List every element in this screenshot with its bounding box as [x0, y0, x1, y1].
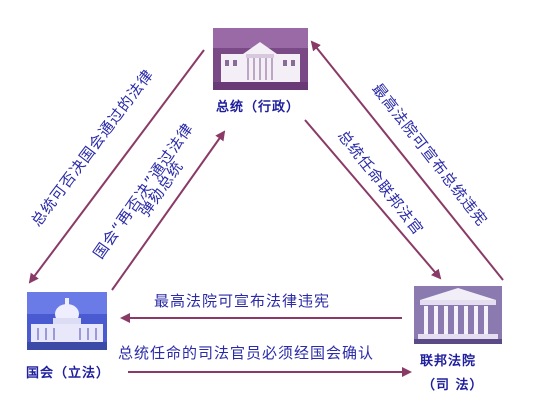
arrow-court-to-president — [310, 40, 504, 281]
congress-label: 国会（立法） — [26, 366, 111, 381]
arrow-president-to-court — [304, 119, 442, 280]
court-label-line1: 联邦法院 — [420, 354, 477, 369]
senate-confirms-judges-text: 总统任命的司法官员必须经国会确认 — [118, 344, 375, 362]
white-house-image — [213, 28, 308, 90]
supreme-court-image — [414, 286, 502, 344]
arrow-congress-to-president — [111, 130, 226, 291]
court-law-unconstitutional-text: 最高法院可宣布法律违宪 — [154, 292, 331, 310]
court-label-line2: （司 法） — [422, 378, 484, 393]
president-label: 总统（行政） — [216, 100, 301, 115]
capitol-image — [27, 292, 107, 350]
arrow-president-to-congress — [28, 49, 205, 284]
